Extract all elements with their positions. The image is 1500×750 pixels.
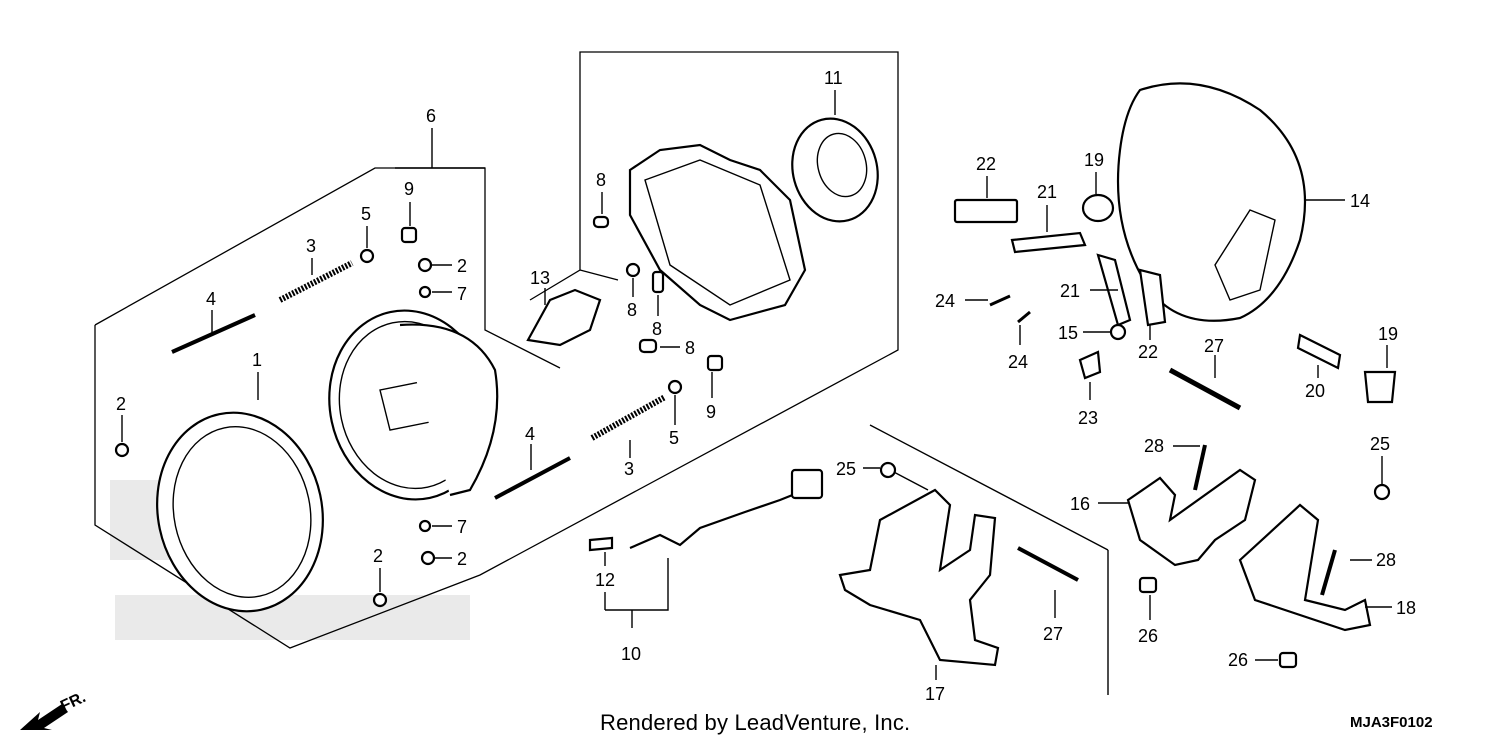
callout-19: 19 xyxy=(1378,324,1398,344)
callout-14: 14 xyxy=(1350,191,1370,211)
callout-17: 17 xyxy=(925,684,945,704)
callout-1: 1 xyxy=(252,350,262,370)
callout-6: 6 xyxy=(426,106,436,126)
headlight-bulb xyxy=(526,288,602,347)
render-credit: Rendered by LeadVenture, Inc. xyxy=(600,710,911,735)
headlight-unit xyxy=(328,309,499,501)
lower-bracket xyxy=(838,469,1079,680)
callout-22: 22 xyxy=(1138,342,1158,362)
callout-5: 5 xyxy=(361,204,371,224)
callout-21: 21 xyxy=(1060,281,1080,301)
callout-26: 26 xyxy=(1138,626,1158,646)
callout-27: 27 xyxy=(1204,336,1224,356)
callout-2: 2 xyxy=(457,549,467,569)
callout-8: 8 xyxy=(652,319,662,339)
callout-8: 8 xyxy=(596,170,606,190)
callout-26: 26 xyxy=(1228,650,1248,670)
side-brackets xyxy=(863,355,1392,669)
callout-23: 23 xyxy=(1078,408,1098,428)
small-fasteners xyxy=(114,202,724,608)
callout-4: 4 xyxy=(206,289,216,309)
callout-24: 24 xyxy=(1008,352,1028,372)
callout-5: 5 xyxy=(669,428,679,448)
callout-28: 28 xyxy=(1144,436,1164,456)
callout-2: 2 xyxy=(116,394,126,414)
headlight-rim xyxy=(156,372,324,613)
callout-24: 24 xyxy=(935,291,955,311)
callout-12: 12 xyxy=(595,570,615,590)
front-direction-arrow-icon xyxy=(20,704,68,730)
callout-25: 25 xyxy=(1370,434,1390,454)
callout-3: 3 xyxy=(624,459,634,479)
diagram-code: MJA3F0102 xyxy=(1350,714,1433,731)
callout-4: 4 xyxy=(525,424,535,444)
separator-lines xyxy=(869,424,1109,695)
callout-2: 2 xyxy=(373,546,383,566)
callout-11: 11 xyxy=(824,68,843,88)
callout-20: 20 xyxy=(1305,381,1325,401)
position-light-socket xyxy=(588,468,824,628)
callout-16: 16 xyxy=(1070,494,1090,514)
callout-7: 7 xyxy=(457,284,467,304)
front-direction-label: FR. xyxy=(58,689,89,715)
callout-25: 25 xyxy=(836,459,856,479)
callout-3: 3 xyxy=(306,236,316,256)
callout-19: 19 xyxy=(1084,150,1104,170)
case-mounting-parts xyxy=(953,172,1397,404)
callout-28: 28 xyxy=(1376,550,1396,570)
callout-8: 8 xyxy=(685,338,695,358)
clips xyxy=(592,192,680,354)
adjusting-screws xyxy=(171,310,571,500)
callout-13: 13 xyxy=(530,268,550,288)
socket-cover xyxy=(791,90,879,223)
leader-6 xyxy=(395,128,485,169)
callout-9: 9 xyxy=(706,402,716,422)
callout-27: 27 xyxy=(1043,624,1063,644)
callout-18: 18 xyxy=(1396,598,1416,618)
callout-21: 21 xyxy=(1037,182,1057,202)
callout-22: 22 xyxy=(976,154,996,174)
callout-8: 8 xyxy=(627,300,637,320)
callout-7: 7 xyxy=(457,517,467,537)
callout-9: 9 xyxy=(404,179,414,199)
callout-2: 2 xyxy=(457,256,467,276)
headlight-bracket-frame xyxy=(628,143,807,322)
headlight-case xyxy=(1116,82,1345,322)
adjusting-springs xyxy=(278,258,667,458)
callout-15: 15 xyxy=(1058,323,1078,343)
callout-10: 10 xyxy=(621,644,641,664)
